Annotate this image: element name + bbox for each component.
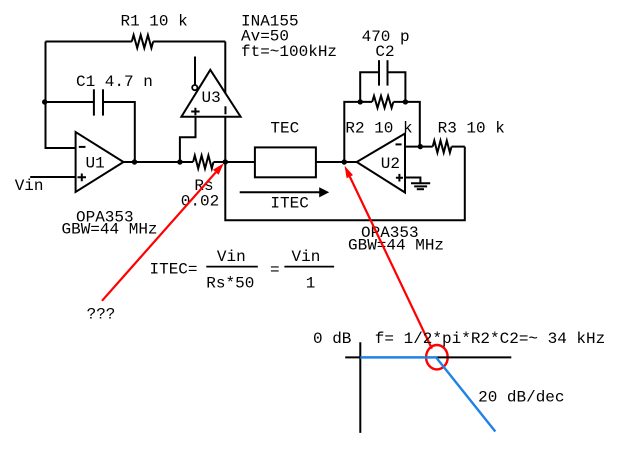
u3-ref-bubble <box>191 84 199 92</box>
red-arrow-1-head <box>212 163 224 175</box>
junction-dot <box>417 143 423 150</box>
formula-lhs: ITEC= <box>150 261 198 279</box>
junction-dot <box>177 159 183 165</box>
resistor-r1-zigzag <box>130 31 155 52</box>
label-vin: Vin <box>15 177 44 195</box>
red-annotations: ??? <box>87 163 449 371</box>
formula-denominator-1: Rs*50 <box>206 275 254 293</box>
bode-corner-label: f= 1/2*pi*R2*C2=~ 34 kHz <box>375 330 605 348</box>
red-arrow-2-head <box>344 165 353 179</box>
junction-dot <box>402 99 409 105</box>
bode-response-curve <box>360 356 497 433</box>
label-u2-ref: U2 <box>381 155 400 173</box>
polarity-marks <box>77 106 403 182</box>
red-arrow-1-shaft <box>101 171 217 302</box>
junction-dots <box>42 99 423 165</box>
label-u1-ref: U1 <box>86 155 105 173</box>
resistor-r2-zigzag <box>371 92 395 112</box>
opamp-u2-body <box>354 131 406 195</box>
resistor-r3-zigzag <box>431 136 453 157</box>
wire-c2-right <box>387 71 407 102</box>
opamp-u1-body <box>74 130 126 194</box>
label-rs-value: 0.02 <box>181 193 219 211</box>
formula: ITEC= Vin Rs*50 = Vin 1 <box>150 248 335 293</box>
bode-slope-label: 20 dB/dec <box>478 389 564 407</box>
wire-u3-pos-input <box>178 116 197 162</box>
junction-dot <box>131 159 138 165</box>
wire-c2-left <box>359 71 379 102</box>
junction-dot <box>341 159 347 165</box>
component-bodies <box>74 67 406 195</box>
wire-c1-right <box>103 101 136 162</box>
wire-bottom-loop <box>224 146 466 222</box>
label-c2-value: 470 p <box>362 28 410 46</box>
label-r2: R2 10 k <box>345 120 412 138</box>
label-ina155-part: INA155 <box>241 13 299 31</box>
question-marks: ??? <box>87 306 116 324</box>
resistor-rs-zigzag <box>192 151 215 173</box>
label-c1: C1 4.7 n <box>76 73 153 91</box>
junction-dot <box>357 99 363 105</box>
bode-plot: 0 dB f= 1/2*pi*R2*C2=~ 34 kHz 20 dB/dec <box>313 330 605 433</box>
itec-arrowhead <box>319 187 330 198</box>
junction-dot <box>42 99 48 105</box>
label-u2-gbw: GBW=44 MHz <box>348 237 444 255</box>
formula-denominator-2: 1 <box>306 275 316 293</box>
wire-feedback-left <box>44 41 76 149</box>
formula-numerator-2: Vin <box>292 248 321 266</box>
label-u3-ref: U3 <box>202 89 221 107</box>
itec-current-arrow <box>239 187 330 198</box>
label-c2-ref: C2 <box>375 43 394 61</box>
u2-plus-mark <box>395 173 403 182</box>
tec-block <box>253 146 317 179</box>
label-itec: ITEC <box>270 195 308 213</box>
formula-numerator-1: Vin <box>217 248 246 266</box>
label-r3: R3 10 k <box>438 120 505 138</box>
label-tec: TEC <box>270 120 299 138</box>
label-ina155-ft: ft=~100kHz <box>241 43 337 61</box>
wire-u2-pos-input <box>405 176 422 184</box>
red-arrow-2-shaft <box>348 176 433 350</box>
u3-plus-mark <box>191 107 200 116</box>
label-u1-gbw: GBW=44 MHz <box>62 221 158 239</box>
label-u1-part: OPA353 <box>76 209 134 227</box>
labels: R1 10 k INA155 Av=50 ft=~100kHz C1 4.7 n… <box>15 13 505 255</box>
formula-equals: = <box>270 261 280 279</box>
bode-level-label: 0 dB <box>313 330 351 348</box>
wire-r2-right-vertical <box>393 100 421 147</box>
opamp-u3-body <box>179 67 243 118</box>
u1-plus-mark <box>77 173 86 182</box>
label-ina155-av: Av=50 <box>241 28 289 46</box>
label-r1: R1 10 k <box>121 13 188 31</box>
junction-dot <box>222 159 228 165</box>
